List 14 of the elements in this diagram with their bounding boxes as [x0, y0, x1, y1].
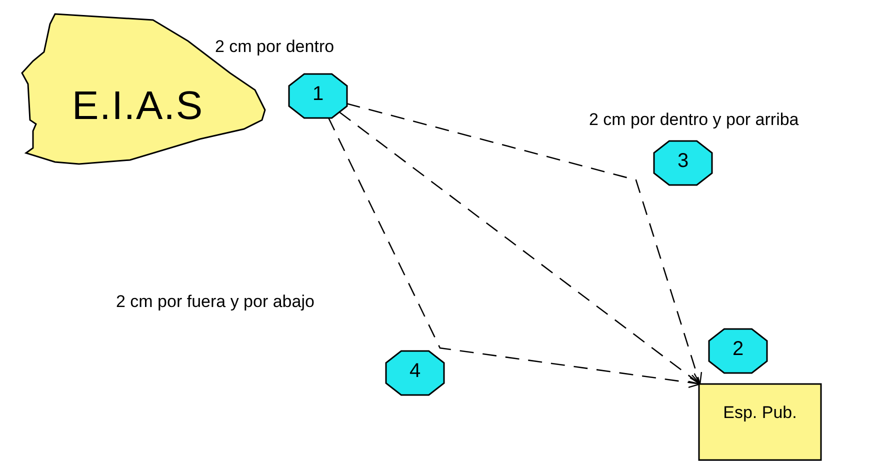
note-text: 2 cm por dentro y por arriba: [589, 110, 799, 130]
numbered-marker: [288, 73, 348, 119]
numbered-marker: [385, 350, 445, 396]
area-label: E.I.A.S: [72, 84, 204, 129]
numbered-marker: [653, 140, 713, 186]
area-label: Esp. Pub.: [722, 403, 798, 423]
marker-number: 3: [676, 150, 690, 173]
numbered-marker: [708, 328, 768, 374]
note-text: 2 cm por fuera y por abajo: [116, 292, 314, 312]
note-text: 2 cm por dentro: [215, 37, 334, 57]
marker-number: 4: [408, 360, 422, 383]
marker-number: 1: [311, 83, 325, 106]
space-box: [698, 383, 822, 461]
marker-number: 2: [731, 338, 745, 361]
